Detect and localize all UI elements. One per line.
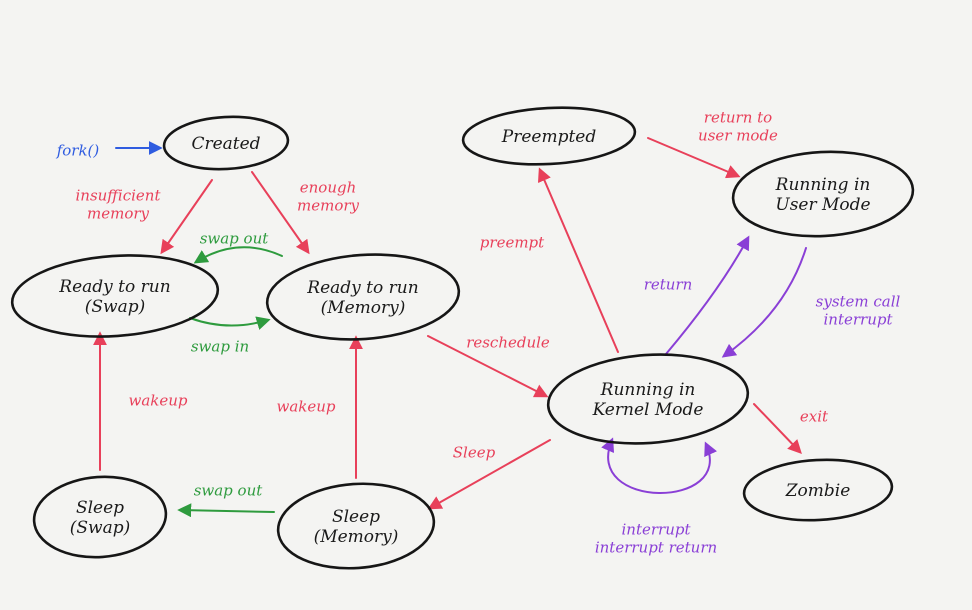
- edge-swap-out-bottom: [177, 503, 275, 518]
- node-preempted: Preempted: [461, 106, 637, 166]
- edge-created-to-ready-memory: [251, 171, 310, 255]
- text-line: preempt: [480, 233, 545, 251]
- text-line: Preempted: [501, 127, 597, 147]
- node-created-label: Created: [191, 134, 260, 154]
- text-line: memory: [297, 196, 360, 214]
- node-ready-swap-label: Ready to run(Swap): [58, 277, 170, 317]
- node-sleep-memory: Sleep(Memory): [276, 482, 436, 570]
- text-line: Sleep: [453, 443, 496, 461]
- label-reschedule: reschedule: [466, 333, 550, 351]
- text-line: Created: [191, 134, 260, 154]
- text-line: (Swap): [70, 518, 130, 538]
- node-ready-memory-label: Ready to run(Memory): [306, 278, 418, 318]
- text-line: system call: [816, 292, 901, 310]
- node-zombie: Zombie: [742, 458, 894, 522]
- label-fork: fork(): [56, 141, 100, 159]
- node-sleep-memory-label: Sleep(Memory): [314, 507, 399, 547]
- edge-user-to-kernel-syscall: [721, 247, 807, 358]
- label-wakeup-left: wakeup: [128, 391, 187, 409]
- text-line: exit: [800, 407, 829, 425]
- label-swap-out-top: swap out: [200, 229, 270, 247]
- node-zombie-label: Zombie: [785, 481, 851, 501]
- text-line: user mode: [698, 126, 778, 144]
- text-line: Running in: [775, 175, 871, 195]
- label-sleep: Sleep: [453, 443, 496, 461]
- text-line: Sleep: [332, 507, 380, 527]
- text-line: memory: [87, 204, 150, 222]
- label-wakeup-mid: wakeup: [276, 397, 335, 415]
- label-preempt: preempt: [480, 233, 545, 251]
- text-line: return: [644, 275, 693, 293]
- text-line: Ready to run: [306, 278, 418, 298]
- text-line: Running in: [600, 380, 696, 400]
- edge-created-to-ready-swap: [160, 179, 213, 255]
- text-line: interrupt: [622, 520, 692, 538]
- text-line: insufficient: [75, 186, 161, 204]
- text-line: enough: [300, 178, 357, 196]
- text-line: swap out: [200, 229, 270, 247]
- node-created: Created: [162, 115, 290, 171]
- edge-kernel-self-loop: [601, 437, 717, 494]
- text-line: interrupt return: [595, 538, 717, 556]
- text-line: Ready to run: [58, 277, 170, 297]
- text-line: Zombie: [785, 481, 851, 501]
- text-line: wakeup: [276, 397, 335, 415]
- edge-kernel-to-sleep-memory: [427, 439, 551, 510]
- text-line: interrupt: [824, 310, 894, 328]
- label-swap-in: swap in: [191, 337, 249, 355]
- edge-kernel-to-zombie: [753, 403, 802, 455]
- text-line: swap out: [194, 481, 264, 499]
- label-exit: exit: [800, 407, 829, 425]
- text-line: swap in: [191, 337, 249, 355]
- text-line: (Memory): [321, 298, 406, 318]
- text-line: wakeup: [128, 391, 187, 409]
- text-line: reschedule: [466, 333, 550, 351]
- label-swap-out-bottom: swap out: [194, 481, 264, 499]
- label-return: return: [644, 275, 693, 293]
- text-line: Sleep: [76, 498, 124, 518]
- edge-kernel-to-user-return: [665, 235, 750, 355]
- text-line: (Memory): [314, 527, 399, 547]
- edge-kernel-to-preempted: [537, 167, 619, 353]
- edge-swap-in: [189, 316, 271, 330]
- node-preempted-label: Preempted: [501, 127, 597, 147]
- node-ready-swap: Ready to run(Swap): [10, 254, 220, 338]
- edge-ready-memory-to-kernel: [427, 335, 549, 398]
- node-sleep-swap: Sleep(Swap): [32, 475, 168, 559]
- edge-swap-out-top: [193, 246, 283, 264]
- text-line: Kernel Mode: [592, 400, 704, 420]
- text-line: return to: [704, 108, 772, 126]
- text-line: fork(): [56, 141, 100, 159]
- node-ready-memory: Ready to run(Memory): [265, 253, 461, 341]
- text-line: User Mode: [775, 195, 870, 215]
- node-sleep-swap-label: Sleep(Swap): [70, 498, 130, 538]
- edge-preempted-to-user: [647, 137, 741, 179]
- text-line: (Swap): [85, 297, 145, 317]
